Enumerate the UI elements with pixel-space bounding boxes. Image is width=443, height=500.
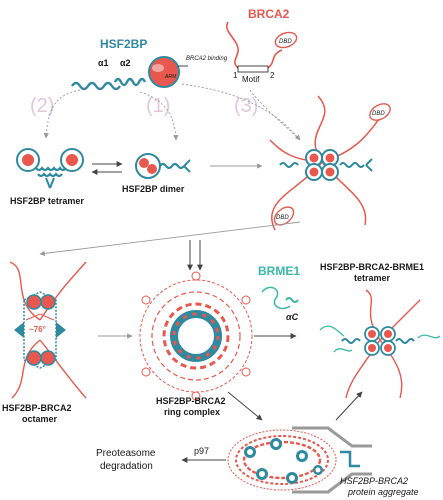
hsf2bp-brca2-complex: DBD DBD: [269, 95, 391, 231]
alpha-c-label: αC: [286, 312, 299, 322]
dimer-label: HSF2BP dimer: [122, 184, 185, 194]
arm-domain: [148, 56, 180, 88]
arrow-to-tetramer: [43, 89, 81, 139]
step-2-label: (2): [30, 95, 54, 117]
arrow-ring-to-aggregate: [227, 391, 263, 421]
ring-label-line2: ring complex: [164, 407, 220, 417]
step-1-label: (1): [146, 95, 170, 117]
hsf2bp-monomer: HSF2BP α1 α2 ARM BRCA2 binding: [71, 37, 228, 91]
ring-label-line1: HSF2BP-BRCA2: [156, 396, 226, 406]
octamer-label-line1: HSF2BP-BRCA2: [2, 403, 72, 413]
proteasome-label-line1: Preoteasome: [96, 448, 156, 459]
protein-aggregate: [227, 426, 372, 494]
brme1-title: BRME1: [258, 264, 300, 278]
arrow-brca2-to-complex: [249, 89, 301, 141]
arrow-aggregate-to-brme1: [335, 391, 363, 421]
brca2-chain: [225, 21, 283, 71]
motif-2-label: 2: [270, 71, 275, 80]
tetramer-label: HSF2BP tetramer: [10, 196, 84, 206]
hsf2bp-brca2-brme1-tetramer: [319, 289, 441, 399]
helix-alpha2: [113, 77, 147, 87]
brca2-binding-label: BRCA2 binding: [186, 56, 228, 62]
brme1-tetramer-line2: tetramer: [354, 273, 391, 283]
dbd-label: DBD: [279, 39, 292, 45]
motif-label: Motif: [242, 75, 260, 84]
alpha1-label: α1: [98, 58, 109, 68]
arm-label: ARM: [164, 74, 177, 80]
brme1-chain: [261, 286, 291, 310]
brme1-helix: [285, 297, 299, 303]
hsf2bp-title: HSF2BP: [100, 37, 147, 51]
motif-1-label: 1: [233, 71, 238, 80]
dbd-domain: [274, 31, 298, 49]
proteasome-label-line2: degradation: [100, 461, 153, 472]
octamer-label-line2: octamer: [22, 414, 58, 424]
step-3-label: (3): [234, 95, 258, 117]
dbd-label-complex-1: DBD: [372, 111, 385, 117]
arrow-to-complex: [181, 83, 301, 141]
motif-box: [237, 65, 269, 73]
brca2-fragment: BRCA2 DBD 1 2 Motif: [225, 7, 298, 84]
aggregate-label-line1: HSF2BP-BRCA2: [340, 476, 408, 486]
hsf2bp-brca2-octamer: [9, 261, 87, 399]
aggregate-label-line2: protein aggregate: [347, 487, 419, 497]
hsf2bp-tetramer: [16, 148, 84, 189]
helix-alpha1: [71, 81, 121, 91]
brca2-title: BRCA2: [248, 7, 290, 21]
arrow-to-octamer: [39, 221, 301, 257]
alpha2-label: α2: [120, 58, 131, 68]
p97-label: p97: [194, 446, 209, 456]
dbd-label-complex-2: DBD: [276, 215, 289, 221]
hsf2bp-dimer: [135, 153, 191, 179]
arm-highlight: [152, 64, 164, 72]
hsf2bp-brca2-ring: [139, 271, 253, 401]
arrow-to-dimer: [139, 91, 179, 141]
angle-label: ~76°: [29, 325, 46, 334]
brme1-tetramer-line1: HSF2BP-BRCA2-BRME1: [320, 262, 424, 272]
